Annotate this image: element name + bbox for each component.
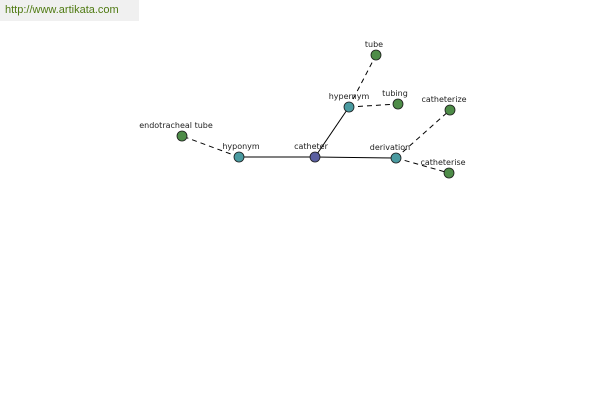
node-hypernym[interactable] <box>343 101 355 113</box>
edge-catheter-derivation <box>314 156 397 159</box>
node-tube[interactable] <box>370 49 382 61</box>
node-endotracheal-tube[interactable] <box>176 130 188 142</box>
node-label-endotracheal-tube[interactable]: endotracheal tube <box>139 121 213 130</box>
node-catheterise[interactable] <box>443 167 455 179</box>
node-label-derivation[interactable]: derivation <box>370 143 410 152</box>
site-url-banner[interactable]: http://www.artikata.com <box>0 0 139 21</box>
labels-layer: catheter hyponym hypernym derivation endotra… <box>139 40 466 167</box>
edge-catheter-hypernym <box>314 106 350 158</box>
edge-derivation-catheterize <box>395 109 451 159</box>
node-catheter[interactable] <box>309 151 321 163</box>
edge-hypernym-tubing <box>348 103 399 108</box>
node-label-tubing[interactable]: tubing <box>382 89 408 98</box>
node-label-hyponym[interactable]: hyponym <box>222 142 260 151</box>
node-catheterize[interactable] <box>444 104 456 116</box>
edge-hypernym-tube <box>348 54 377 108</box>
node-label-hypernym[interactable]: hypernym <box>329 92 370 101</box>
nodes-layer <box>176 49 456 179</box>
edge-derivation-catheterise <box>395 157 450 174</box>
node-tubing[interactable] <box>392 98 404 110</box>
node-derivation[interactable] <box>390 152 402 164</box>
node-label-catheterise[interactable]: catheterise <box>420 158 465 167</box>
node-label-catheterize[interactable]: catheterize <box>421 95 466 104</box>
site-url-link[interactable]: http://www.artikata.com <box>5 4 119 16</box>
edge-hyponym-endotracheal-tube <box>181 135 240 158</box>
edges-layer <box>181 54 451 174</box>
node-label-tube[interactable]: tube <box>365 40 383 49</box>
node-hyponym[interactable] <box>233 151 245 163</box>
node-label-catheter[interactable]: catheter <box>294 142 328 151</box>
